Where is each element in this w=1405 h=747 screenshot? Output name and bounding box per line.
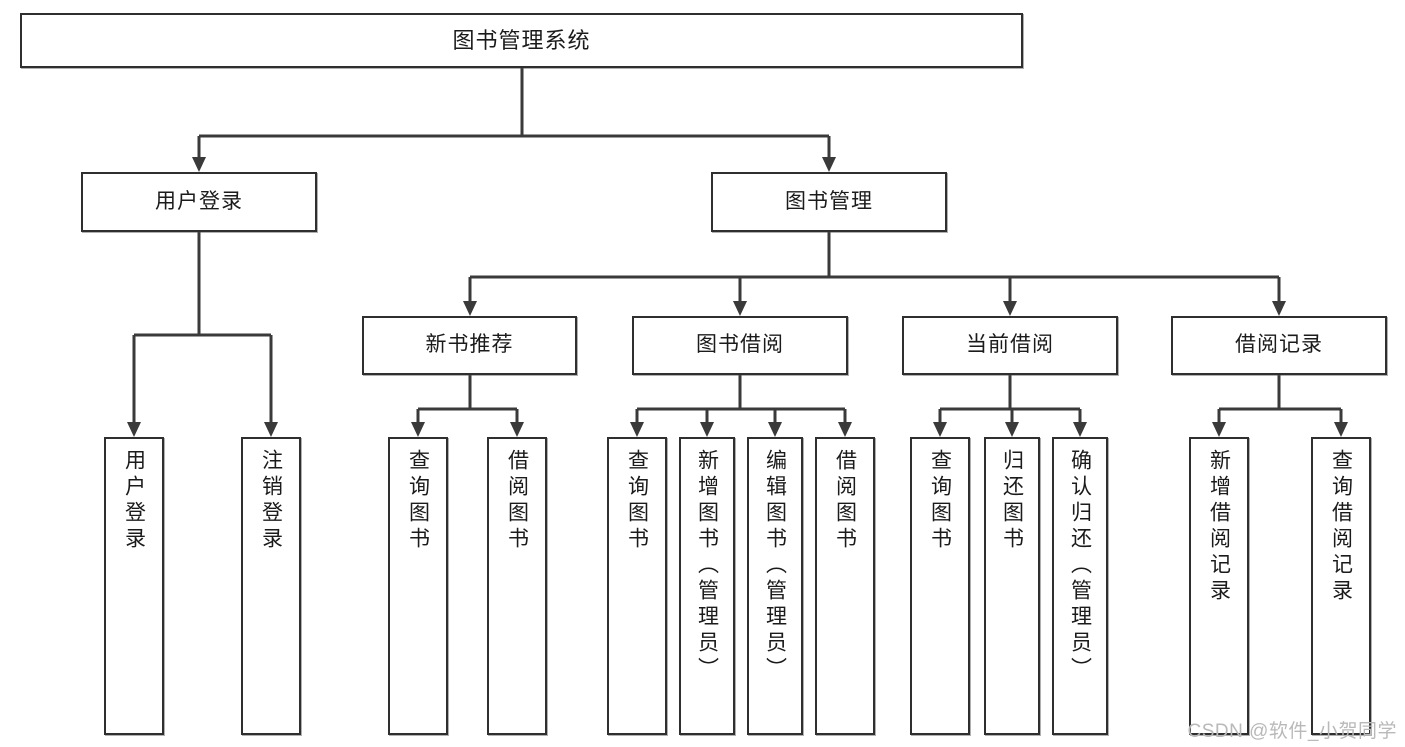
node-leaf-leaves-new-book-0[interactable]: 查询图书 bbox=[388, 437, 448, 735]
node-leaf-leaves-current-0[interactable]: 查询图书 bbox=[910, 437, 970, 735]
csdn-watermark: CSDN @软件_小贺同学 bbox=[1187, 721, 1397, 742]
node-leaf-leaves-borrow-2-label: 编辑图书（管理员） bbox=[763, 449, 787, 683]
node-leaf-leaves-user-login-1[interactable]: 注销登录 bbox=[241, 437, 301, 735]
node-leaf-leaves-current-1-label: 归还图书 bbox=[1000, 449, 1024, 553]
node-leaf-leaves-new-book-1[interactable]: 借阅图书 bbox=[487, 437, 547, 735]
node-level2-0-label: 新书推荐 bbox=[425, 333, 514, 357]
node-leaf-leaves-borrow-1-label: 新增图书（管理员） bbox=[695, 449, 719, 683]
node-level2-3[interactable]: 借阅记录 bbox=[1171, 316, 1387, 375]
node-level2-1-label: 图书借阅 bbox=[696, 333, 784, 357]
node-leaf-leaves-records-0-label: 新增借阅记录 bbox=[1207, 449, 1231, 605]
node-leaf-leaves-records-0[interactable]: 新增借阅记录 bbox=[1189, 437, 1249, 735]
node-root-label: 图书管理系统 bbox=[452, 27, 591, 53]
node-leaf-leaves-records-1-label: 查询借阅记录 bbox=[1329, 449, 1353, 605]
node-leaf-leaves-current-0-label: 查询图书 bbox=[928, 449, 952, 553]
node-level1-1-label: 图书管理 bbox=[785, 189, 873, 213]
node-leaf-leaves-borrow-3-label: 借阅图书 bbox=[833, 449, 857, 553]
node-leaf-leaves-new-book-1-label: 借阅图书 bbox=[505, 449, 529, 553]
node-level2-0[interactable]: 新书推荐 bbox=[362, 316, 577, 375]
node-level2-2-label: 当前借阅 bbox=[966, 333, 1054, 357]
node-level1-1[interactable]: 图书管理 bbox=[711, 172, 947, 232]
node-level1-0-label: 用户登录 bbox=[155, 189, 243, 213]
node-leaf-leaves-borrow-3[interactable]: 借阅图书 bbox=[815, 437, 875, 735]
node-level2-3-label: 借阅记录 bbox=[1235, 333, 1323, 357]
node-leaf-leaves-records-1[interactable]: 查询借阅记录 bbox=[1311, 437, 1371, 735]
node-leaf-leaves-current-2-label: 确认归还（管理员） bbox=[1068, 449, 1092, 683]
node-leaf-leaves-user-login-0[interactable]: 用户登录 bbox=[104, 437, 164, 735]
node-leaf-leaves-borrow-2[interactable]: 编辑图书（管理员） bbox=[747, 437, 803, 735]
node-level1-0[interactable]: 用户登录 bbox=[81, 172, 317, 232]
node-level2-2[interactable]: 当前借阅 bbox=[902, 316, 1118, 375]
node-leaf-leaves-current-2[interactable]: 确认归还（管理员） bbox=[1052, 437, 1108, 735]
node-leaf-leaves-borrow-1[interactable]: 新增图书（管理员） bbox=[679, 437, 735, 735]
node-leaf-leaves-current-1[interactable]: 归还图书 bbox=[984, 437, 1040, 735]
node-leaf-leaves-borrow-0-label: 查询图书 bbox=[625, 449, 649, 553]
node-root[interactable]: 图书管理系统 bbox=[20, 13, 1023, 68]
node-leaf-leaves-new-book-0-label: 查询图书 bbox=[406, 449, 430, 553]
node-leaf-leaves-borrow-0[interactable]: 查询图书 bbox=[607, 437, 667, 735]
node-leaf-leaves-user-login-1-label: 注销登录 bbox=[259, 449, 283, 553]
node-leaf-leaves-user-login-0-label: 用户登录 bbox=[122, 449, 146, 553]
node-level2-1[interactable]: 图书借阅 bbox=[632, 316, 848, 375]
